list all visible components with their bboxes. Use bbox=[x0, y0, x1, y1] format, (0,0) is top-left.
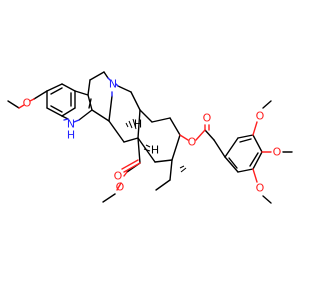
bond-pyrrole-1 bbox=[74, 90, 89, 96]
atom-nh-indole-h: H bbox=[67, 129, 75, 142]
hash-2b bbox=[143, 148, 151, 152]
bond-nh-right bbox=[73, 119, 80, 123]
bond-pyrrole-3 bbox=[78, 109, 93, 121]
bond-ringe-3 bbox=[169, 117, 181, 136]
bond-benzoyl-1 bbox=[204, 129, 215, 141]
bond-c-o-ester bbox=[123, 171, 128, 177]
bond-aryl-inner-3 bbox=[228, 157, 238, 169]
bond-aryl-1 bbox=[224, 137, 239, 158]
atom-h-stereo-2: H bbox=[151, 144, 159, 157]
bond-ringd-5 bbox=[108, 120, 125, 143]
bond-benz-2 bbox=[46, 83, 63, 92]
atom-n-tertiary: N bbox=[109, 78, 117, 91]
atom-o-methoxy-bottom: O bbox=[256, 182, 265, 195]
bond-o-benz bbox=[29, 98, 35, 102]
atom-o-methoxy-mid: O bbox=[273, 146, 282, 159]
hash-1c bbox=[132, 118, 137, 130]
bond-aryl-3 bbox=[252, 134, 263, 153]
hetero-bonds bbox=[18, 77, 272, 191]
atom-o-methoxy-top: O bbox=[256, 110, 265, 123]
bond-methyl-bottom bbox=[262, 195, 272, 204]
bond-benz-inner-3 bbox=[50, 105, 63, 113]
hash-3b bbox=[180, 167, 187, 173]
bond-oester-carbonyl bbox=[195, 129, 206, 141]
bond-benz-6 bbox=[46, 107, 63, 117]
bond-ringc-2 bbox=[89, 71, 105, 81]
bond-benz-3 bbox=[61, 83, 76, 92]
atom-o-carbonyl-right: O bbox=[203, 112, 212, 125]
bond-ester-o-me bbox=[116, 182, 122, 191]
atom-o-ester-single: O bbox=[116, 181, 125, 194]
bond-aryl-6 bbox=[224, 156, 239, 173]
bond-ringe-4 bbox=[171, 134, 181, 161]
bond-pyrrole-inner bbox=[88, 98, 92, 109]
bond-carbonyl-left-b bbox=[121, 159, 139, 170]
atom-h-stereo-1: H bbox=[134, 118, 142, 131]
hash-3a bbox=[179, 165, 185, 169]
bond-benz-1 bbox=[33, 90, 48, 100]
hash-1b bbox=[128, 120, 133, 129]
atom-o-methoxy-indole: O bbox=[23, 97, 32, 110]
bond-carbonyl-left-a bbox=[123, 162, 141, 173]
bond-ringe-1 bbox=[139, 109, 153, 123]
bond-aryl-o-bottom bbox=[252, 168, 258, 183]
bond-ringe-2 bbox=[151, 117, 171, 123]
atom-o-ester-right: O bbox=[188, 136, 197, 149]
bond-ringc-3 bbox=[103, 71, 109, 79]
hash-1a bbox=[125, 122, 129, 128]
bond-ringc-5 bbox=[91, 109, 110, 122]
bond-c-oester-right bbox=[179, 134, 189, 141]
atom-o-ester-carbonyl: O bbox=[114, 170, 123, 183]
bond-ethyl-1 bbox=[169, 159, 173, 181]
bond-n-ringc bbox=[107, 77, 111, 81]
bond-pyrrole-4 bbox=[61, 115, 69, 120]
atom-labels: O N H N H H O O O O O O O bbox=[23, 78, 282, 195]
bond-n-ringd bbox=[115, 83, 119, 87]
bond-aryl-inner-1 bbox=[239, 138, 252, 143]
chemical-structure-drawing: O N H N H H O O O O O O O bbox=[7, 71, 293, 204]
bond-ringe-5 bbox=[154, 159, 173, 163]
bond-omethyl-left-o bbox=[18, 104, 25, 109]
bond-ester-methyl bbox=[102, 193, 116, 203]
carbon-bonds bbox=[7, 71, 293, 204]
hash-2a bbox=[145, 144, 151, 148]
bond-aryl-inner-2 bbox=[249, 152, 259, 167]
bond-aryl-5 bbox=[237, 168, 254, 173]
bond-benz-5 bbox=[61, 107, 76, 117]
bond-ringc-4 bbox=[108, 95, 113, 122]
bond-ringc-1 bbox=[87, 79, 91, 96]
bond-ester-c bbox=[137, 137, 141, 164]
bond-aryl-o-top bbox=[252, 121, 258, 136]
bond-methyl-top bbox=[262, 100, 272, 109]
bond-ringd-4 bbox=[123, 137, 139, 143]
bond-methyl-left bbox=[7, 100, 20, 109]
bond-benzoyl-2 bbox=[213, 139, 226, 158]
bond-ringd-2 bbox=[130, 91, 141, 111]
bond-benz-inner-1 bbox=[50, 87, 63, 95]
bond-nh-left bbox=[63, 118, 69, 121]
atom-nh-indole: N bbox=[67, 118, 75, 131]
stereo-hash-bonds bbox=[125, 118, 187, 173]
bond-aryl-2 bbox=[237, 134, 254, 139]
bond-ringd-1 bbox=[117, 85, 132, 93]
bond-ringd-3 bbox=[137, 109, 141, 139]
bond-ethyl-2 bbox=[155, 179, 171, 191]
bond-aryl-4 bbox=[252, 151, 263, 170]
